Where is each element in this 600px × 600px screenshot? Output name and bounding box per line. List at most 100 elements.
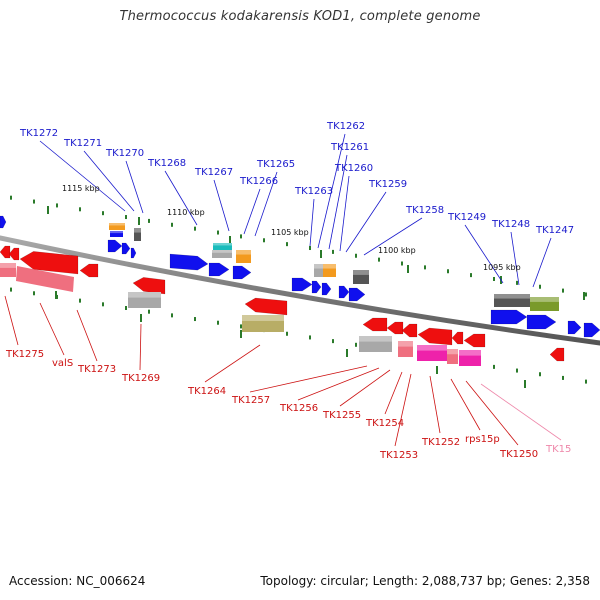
label-leader-line [249,365,368,393]
label-leader-line [204,344,261,383]
gene-box [417,345,447,361]
gene-arrow [8,247,20,261]
gene-arrow [451,331,464,345]
label-leader-line [254,171,278,237]
gene-box [212,250,232,258]
tick-mark [79,207,81,212]
label-leader-line [297,367,380,401]
major-tick-mark [55,291,57,299]
tick-mark [194,226,196,231]
gene-label: TK1254 [365,418,404,429]
gene-label: TK1261 [330,142,369,153]
label-leader-lines [4,133,562,447]
gene-label: TK1266 [239,176,278,187]
tick-mark [332,249,334,254]
gene-label: TK1255 [322,410,361,421]
label-leader-line [125,160,144,214]
tick-mark [286,242,288,247]
tick-mark [516,368,518,373]
gene-arrow [107,239,123,253]
gene-label: TK1273 [77,364,116,375]
label-leader-line [339,175,350,252]
label-leader-line [39,302,65,356]
gene-box [109,223,125,230]
gene-arrow [526,314,557,330]
major-tick-mark [240,330,242,338]
gene-box [236,250,251,263]
label-leader-line [243,188,261,235]
gene-box-highlight [242,315,284,321]
gene-label: TK1271 [63,138,102,149]
tick-mark [493,276,495,281]
position-marker-label: 1115 kbp [62,184,100,193]
tick-mark [286,331,288,336]
gene-box-highlight [398,341,413,347]
gene-arrow [463,333,486,348]
label-leader-line [339,369,391,407]
gene-box [323,264,336,277]
label-leader-line [450,378,481,431]
gene-arrow [362,317,388,332]
tick-mark [424,265,426,270]
gene-box-highlight [212,250,232,253]
label-leader-line [363,217,423,256]
gene-arrow [121,242,131,255]
label-leader-line [309,198,315,247]
tick-mark [56,203,58,208]
gene-box-highlight [110,231,123,234]
gene-box-highlight [494,294,530,299]
gene-box-highlight [314,264,323,269]
gene-label: TK1248 [491,219,530,230]
tick-mark [263,238,265,243]
gene-box-highlight [128,292,161,298]
tick-mark [33,199,35,204]
gene-box-highlight [447,349,458,355]
gene-label: TK1250 [499,449,538,460]
gene-box-highlight [417,345,447,351]
major-tick-mark [436,366,438,374]
tick-mark [102,211,104,216]
tick-mark [171,313,173,318]
gene-label: TK1270 [105,148,144,159]
gene-label: valS [52,358,73,369]
position-marker-label: 1095 kbp [483,263,521,272]
tick-mark [470,273,472,278]
gene-label: TK1260 [334,163,373,174]
gene-arrow [0,215,7,229]
gene-arrow [490,309,528,325]
tick-mark [217,230,219,235]
tick-mark [240,234,242,239]
gene-box-highlight [353,270,369,275]
label-leader-line [464,224,504,284]
gene-label: TK1263 [294,186,333,197]
label-leader-line [328,154,348,250]
tick-mark [102,302,104,307]
gene-label: TK1268 [147,158,186,169]
major-tick-mark [138,217,140,225]
tick-mark [194,317,196,322]
label-leader-line [532,237,552,288]
gene-box [16,266,74,292]
tick-mark [447,269,449,274]
gene-arrow [244,297,288,316]
gene-arrow [291,277,313,292]
major-tick-mark [524,380,526,388]
gene-box [494,294,530,307]
gene-label: TK1249 [447,212,486,223]
gene-box [359,336,392,352]
gene-arrow [79,263,99,278]
gene-box [0,263,16,277]
gene-box-highlight [213,243,232,246]
gene-arrow [567,320,582,335]
accession-text: Accession: NC_006624 [9,574,146,588]
gene-arrow [386,321,404,335]
gene-box [530,297,559,311]
tick-mark [79,298,81,303]
gene-label: TK1267 [194,167,233,178]
tick-mark [516,280,518,285]
gene-arrow [130,247,137,259]
gene-box-highlight [359,336,392,342]
label-leader-line [139,323,142,371]
label-leader-line [164,170,198,226]
